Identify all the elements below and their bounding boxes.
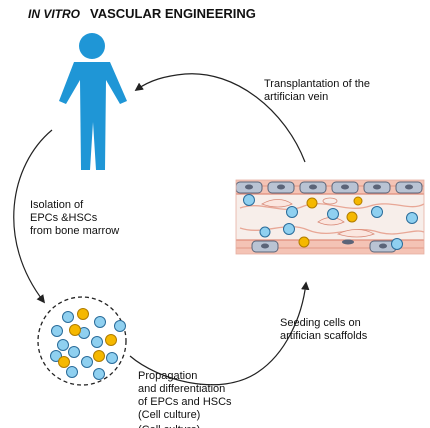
- title-prefix: IN VITRO: [28, 7, 81, 21]
- arrow-isolation: [13, 129, 53, 304]
- diagram-title: IN VITRO VASCULAR ENGINEERING: [28, 6, 256, 21]
- title-main: VASCULAR ENGINEERING: [90, 6, 256, 21]
- label-isolation: Isolation of EPCs &HSCs from bone marrow: [30, 199, 120, 237]
- arrow-propagation: [129, 281, 310, 386]
- label-propagation-cutoff: (Cell culture): [138, 424, 200, 428]
- vessel-icon: [236, 180, 424, 254]
- label-seeding: Seeding cells on artifician scaffolds: [280, 317, 368, 342]
- label-propagation: Propagation and differentiation of EPCs …: [138, 370, 232, 421]
- label-transplantation: Transplantation of the artifician vein: [264, 78, 370, 103]
- person-icon: [59, 33, 127, 170]
- culture-dish-icon: [37, 296, 127, 386]
- arrow-transplant: [134, 73, 306, 163]
